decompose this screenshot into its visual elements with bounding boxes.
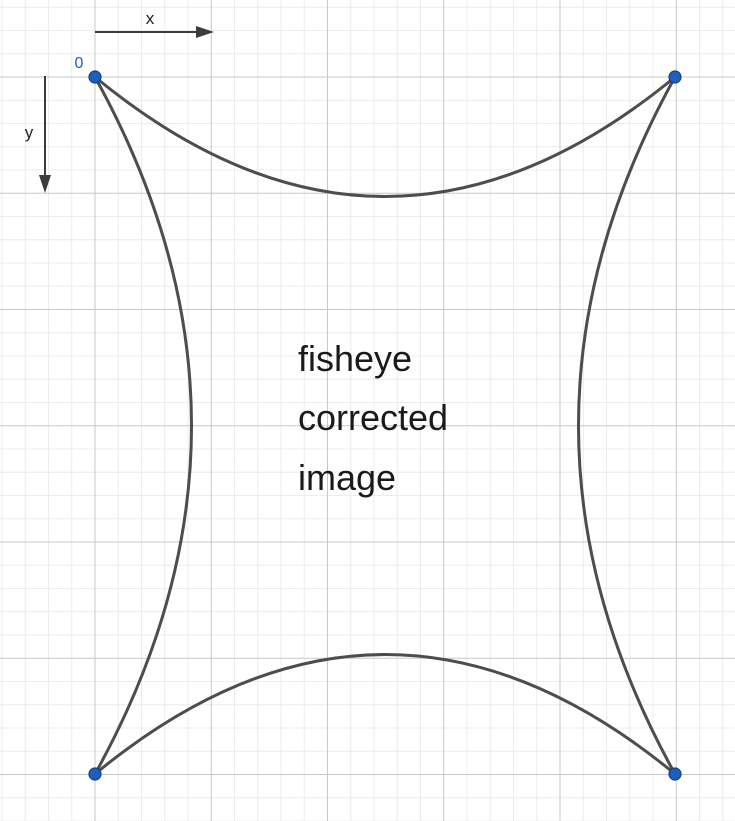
- caption-line-3: image: [298, 457, 396, 498]
- y-arrowhead: [39, 175, 51, 193]
- corner-point-bottom-left[interactable]: [88, 767, 102, 781]
- corrected-image-outline: [93, 75, 677, 776]
- right-edge-curve: [577, 75, 677, 776]
- left-edge-curve: [93, 75, 193, 776]
- bottom-edge-curve: [93, 653, 677, 776]
- caption-line-2: corrected: [298, 397, 448, 438]
- y-axis-label: y: [25, 123, 34, 142]
- x-arrowhead: [196, 26, 214, 38]
- center-caption: fisheye corrected image: [298, 338, 448, 498]
- corner-point-top-left[interactable]: [88, 70, 102, 84]
- caption-line-1: fisheye: [298, 338, 412, 379]
- x-axis-label: x: [146, 9, 155, 28]
- top-edge-curve: [93, 75, 677, 198]
- origin-label: 0: [75, 55, 84, 72]
- y-axis-arrow: [39, 76, 51, 193]
- corner-point-top-right[interactable]: [668, 70, 682, 84]
- corner-point-bottom-right[interactable]: [668, 767, 682, 781]
- x-axis-arrow: [95, 26, 214, 38]
